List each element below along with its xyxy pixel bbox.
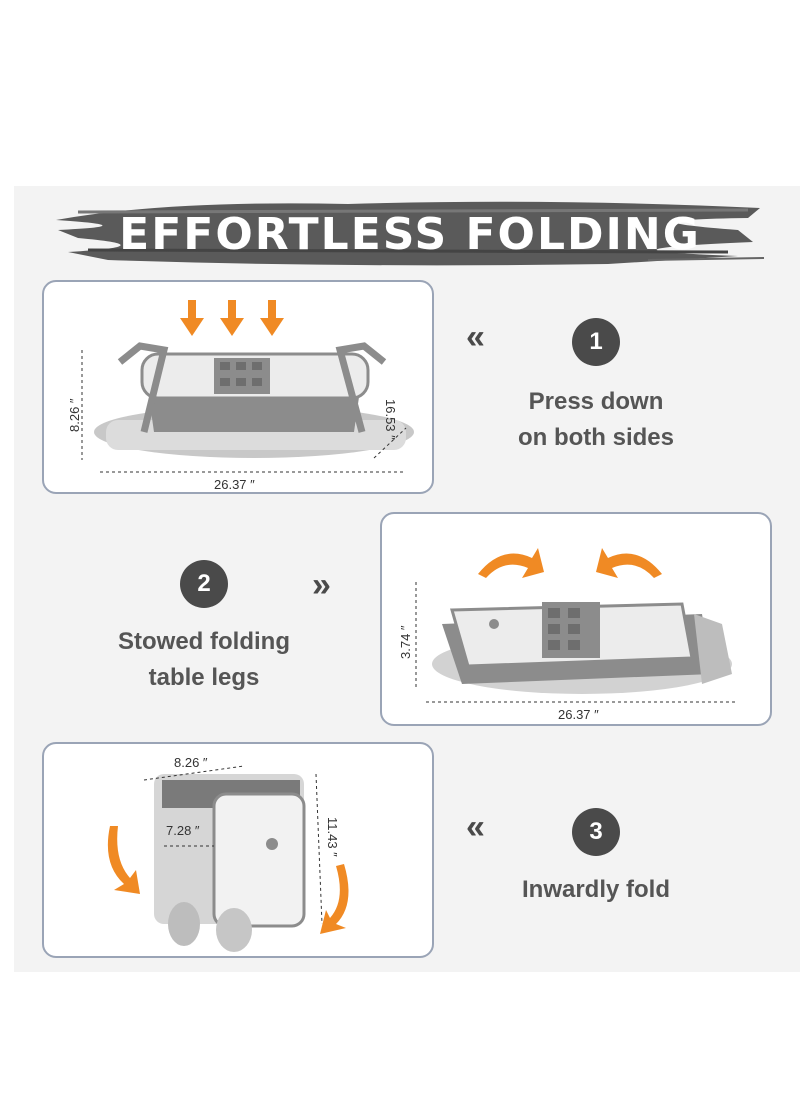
height-dimension: 3.74 ″ [398,625,413,659]
chevron-left-icon: « [466,808,485,846]
chevron-right-icon: » [312,566,331,604]
step-1-badge: 1 [572,318,620,366]
brush-stroke-banner [56,201,765,266]
chevron-left-icon: « [466,318,485,356]
step-1-label-line-2: on both sides [518,424,674,451]
page-title: EFFORTLESS FOLDING [119,209,701,260]
top-width-dimension: 8.26 ″ [174,755,208,770]
folded-tub-illustration-2 [415,548,736,703]
folded-tub-illustration-1 [81,300,414,473]
curved-arrow-icon [107,826,349,934]
step-3-badge: 3 [572,808,620,856]
step-2-image-card: 3.74 ″ 26.37 ″ [380,512,772,726]
height-dimension: 8.26 ″ [67,398,82,432]
arrow-down-icon [180,300,284,336]
step-1-image-card: 8.26 ″ 26.37 ″ 16.53 ″ [42,280,434,494]
folded-tub-illustration-3 [107,765,349,952]
curved-arrow-icon [478,548,662,578]
width-dimension: 26.37 ″ [214,477,255,492]
width-dimension: 26.37 ″ [558,707,599,722]
depth-dimension: 16.53 ″ [383,399,398,440]
step-2-badge: 2 [180,560,228,608]
step-1-label-line-1: Press down [528,388,664,415]
step-2-label-line-1: Stowed folding [118,628,290,655]
height-dimension: 11.43 ″ [325,817,340,857]
step-2-label-line-2: table legs [148,664,260,691]
step-3-label: Inwardly fold [521,876,670,903]
step-3-image-card: 8.26 ″ 7.28 ″ 11.43 ″ [42,742,434,958]
inner-width-dimension: 7.28 ″ [166,823,200,838]
